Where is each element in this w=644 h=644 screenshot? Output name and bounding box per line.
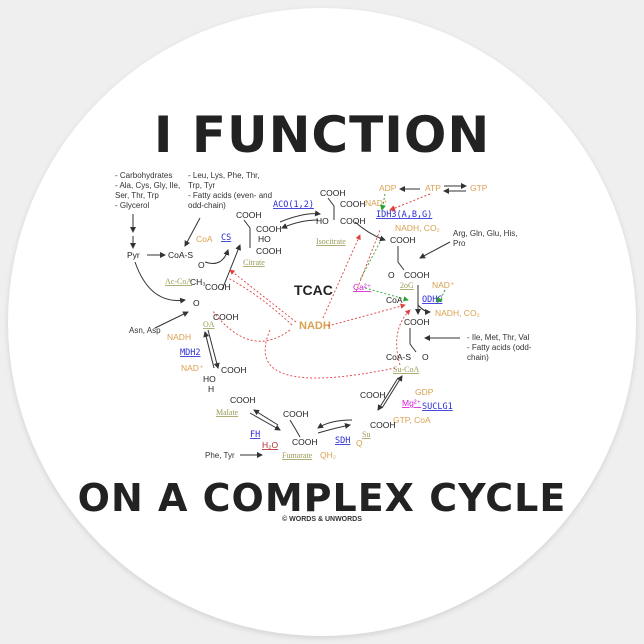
svg-text:COOH: COOH — [213, 312, 239, 322]
enzyme-mdh: MDH2 — [180, 348, 200, 358]
svg-text:H: H — [208, 384, 214, 394]
fumarate-label: Fumarate — [282, 451, 313, 460]
svg-text:CoA-S: CoA-S — [386, 352, 411, 362]
atp-cofactor: ATP — [425, 183, 441, 193]
svg-text:- Fatty acids (even- and: - Fatty acids (even- and — [188, 191, 272, 200]
svg-text:HO: HO — [203, 374, 216, 384]
svg-text:COOH: COOH — [221, 365, 247, 375]
q-cofactor: Q — [356, 438, 363, 448]
coa-cofactor: CoA — [196, 234, 213, 244]
input-right-1: Arg, Gln, Glu, His, Pro — [453, 229, 517, 248]
enzyme-suclg: SUCLG1 — [422, 402, 453, 412]
svg-text:Pro: Pro — [453, 239, 466, 248]
svg-text:COOH: COOH — [205, 282, 231, 292]
succinate-label: Su — [362, 430, 370, 439]
nadh-cofactor-mdh: NADH — [167, 332, 191, 342]
input-right-2: - Ile, Met, Thr, Val - Fatty acids (odd-… — [467, 333, 532, 362]
svg-text:CH₃: CH₃ — [190, 277, 206, 287]
enzyme-fh: FH — [250, 430, 260, 440]
svg-text:COOH: COOH — [390, 235, 416, 245]
input-top-left-2: - Leu, Lys, Phe, Thr, Trp, Tyr - Fatty a… — [188, 171, 272, 210]
nad-plus-2: NAD⁺ — [432, 280, 455, 290]
svg-text:- Ile, Met, Thr, Val: - Ile, Met, Thr, Val — [467, 333, 530, 342]
h2o-cofactor: H₂O — [262, 440, 278, 450]
svg-text:CoA: CoA — [386, 295, 403, 305]
isocitrate-structure: COOH COOH HO COOH — [316, 188, 366, 226]
ca-ion: Ca²⁺ — [353, 282, 372, 292]
nad-plus-mdh: NAD⁺ — [181, 363, 204, 373]
adp-cofactor: ADP — [379, 183, 397, 193]
svg-text:Ser, Thr, Trp: Ser, Thr, Trp — [115, 191, 159, 200]
svg-text:- Glycerol: - Glycerol — [115, 201, 149, 210]
citrate-structure: COOH COOH HO COOH — [236, 210, 282, 256]
svg-text:COOH: COOH — [292, 437, 318, 447]
svg-text:- Carbohydrates: - Carbohydrates — [115, 171, 172, 180]
fumarate-structure: COOH COOH — [283, 409, 318, 447]
enzyme-aco: ACO(1,2) — [273, 200, 314, 210]
succinyl-coa-structure: COOH CoA-S O — [386, 317, 430, 362]
nad-plus-1: NAD⁺ — [365, 198, 388, 208]
svg-text:HO: HO — [258, 234, 271, 244]
acetyl-coa-label: Ac-CoA — [165, 277, 192, 286]
gtp-coa-cofactor: GTP, CoA — [393, 415, 431, 425]
svg-text:- Ala, Cys, Gly, Ile,: - Ala, Cys, Gly, Ile, — [115, 181, 180, 190]
isocitrate-label: Isocitrate — [316, 237, 346, 246]
input-bottom: Phe, Tyr — [205, 451, 235, 460]
svg-text:COOH: COOH — [404, 317, 430, 327]
svg-text:COOH: COOH — [283, 409, 309, 419]
svg-text:COOH: COOH — [256, 224, 282, 234]
gtp-cofactor: GTP — [470, 183, 488, 193]
oxaloacetate-label: OA — [203, 320, 215, 329]
tcac-label: TCAC — [294, 282, 333, 298]
sticker-circle — [8, 8, 636, 636]
svg-text:COOH: COOH — [230, 395, 256, 405]
enzyme-sdh: SDH — [335, 436, 350, 446]
svg-text:COOH: COOH — [340, 199, 366, 209]
input-top-left-1: - Carbohydrates - Ala, Cys, Gly, Ile, Se… — [115, 171, 180, 210]
svg-text:O: O — [193, 298, 200, 308]
oxaloacetate-structure: COOH O COOH — [193, 282, 239, 322]
input-left: Asn, Asp — [129, 326, 161, 335]
svg-text:COOH: COOH — [370, 420, 396, 430]
svg-text:CoA-S: CoA-S — [168, 250, 193, 260]
headline-top: I FUNCTION — [153, 106, 491, 164]
svg-text:odd-chain): odd-chain) — [188, 201, 226, 210]
svg-text:- Leu, Lys, Phe, Thr,: - Leu, Lys, Phe, Thr, — [188, 171, 260, 180]
svg-text:HO: HO — [316, 216, 329, 226]
svg-text:COOH: COOH — [340, 216, 366, 226]
2og-label: 2oG — [400, 281, 414, 290]
svg-text:COOH: COOH — [256, 246, 282, 256]
svg-text:COOH: COOH — [404, 270, 430, 280]
svg-text:O: O — [422, 352, 429, 362]
copyright-text: © WORDS & UNWORDS — [282, 516, 362, 523]
pyruvate-label: Pyr — [127, 250, 140, 260]
svg-text:COOH: COOH — [320, 188, 346, 198]
2-oxoglutarate-structure: COOH O COOH — [388, 235, 430, 280]
svg-text:chain): chain) — [467, 353, 489, 362]
svg-text:Arg, Gln, Glu, His,: Arg, Gln, Glu, His, — [453, 229, 517, 238]
svg-text:COOH: COOH — [236, 210, 262, 220]
succinate-structure: COOH COOH — [360, 390, 396, 430]
regulation-lines — [211, 229, 411, 379]
malate-structure: COOH HO H COOH — [203, 365, 256, 405]
gdp-cofactor: GDP — [415, 387, 434, 397]
succinyl-coa-label: Su-CoA — [393, 365, 419, 374]
citrate-label: Citrate — [243, 258, 265, 267]
nadh-co2-1: NADH, CO₂ — [395, 223, 440, 233]
svg-text:Trp, Tyr: Trp, Tyr — [188, 181, 215, 190]
svg-text:O: O — [198, 260, 205, 270]
svg-text:COOH: COOH — [360, 390, 386, 400]
nadh-co2-2: NADH, CO₂ — [435, 308, 480, 318]
enzyme-odhc: ODHC — [422, 295, 442, 305]
malate-label: Malate — [216, 408, 239, 417]
svg-text:- Fatty acids (odd-: - Fatty acids (odd- — [467, 343, 532, 352]
headline-bottom: ON A COMPLEX CYCLE — [77, 476, 567, 520]
nadh-center-label: NADH — [299, 320, 331, 332]
enzyme-idh: IDH3(A,B,G) — [376, 210, 432, 220]
mg-ion: Mg²⁺ — [402, 398, 422, 408]
svg-text:O: O — [388, 270, 395, 280]
enzyme-cs: CS — [221, 233, 231, 243]
qh2-cofactor: QH₂ — [320, 450, 336, 460]
